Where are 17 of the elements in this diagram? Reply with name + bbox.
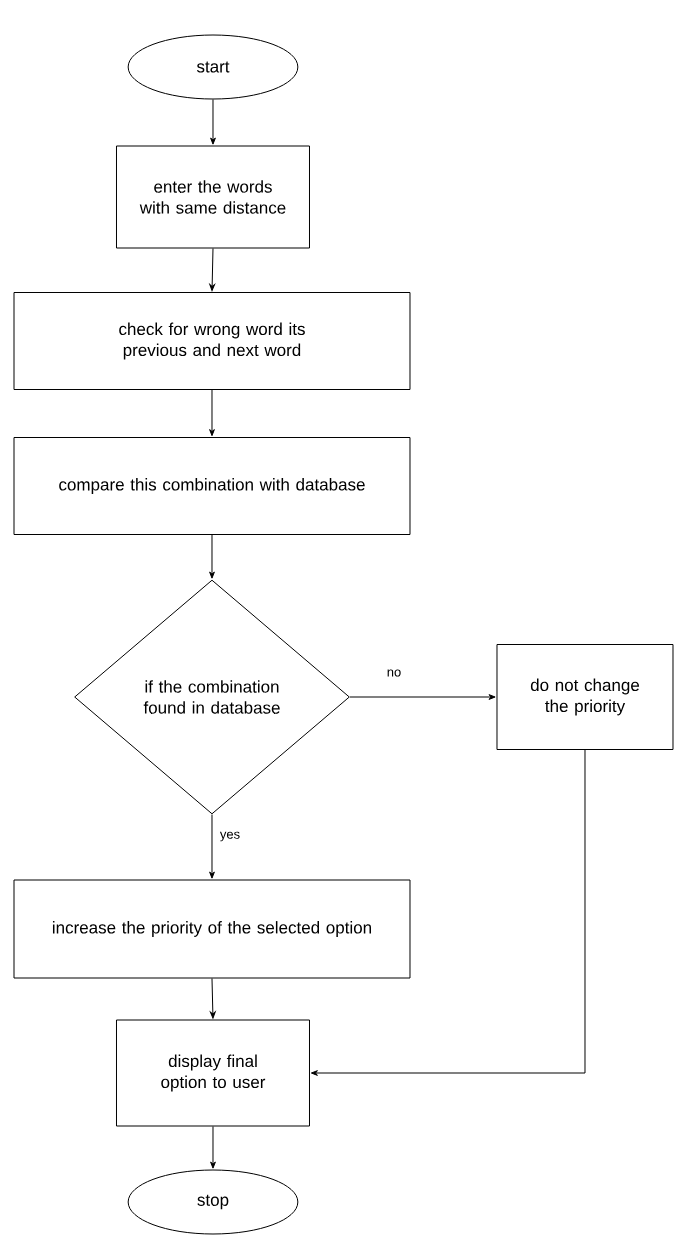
arrow <box>209 389 215 437</box>
arrow <box>209 814 215 879</box>
arrow <box>349 694 496 700</box>
edge-label: no <box>385 668 403 678</box>
arrow <box>210 1126 216 1169</box>
arrow <box>210 99 216 145</box>
process-box: display final option to user <box>116 1019 310 1127</box>
process-box: do not change the priority <box>496 644 674 750</box>
process-box: compare this combination with database <box>13 437 411 535</box>
arrow <box>310 749 586 1076</box>
process-box: enter the words with same distance <box>116 145 310 249</box>
process-box: check for wrong word its previous and next word <box>13 292 411 390</box>
edge-label: yes <box>218 830 242 843</box>
process-box: increase the priority of the selected option <box>13 879 411 979</box>
arrow <box>209 248 216 292</box>
arrow <box>209 534 215 579</box>
arrow <box>209 978 216 1019</box>
